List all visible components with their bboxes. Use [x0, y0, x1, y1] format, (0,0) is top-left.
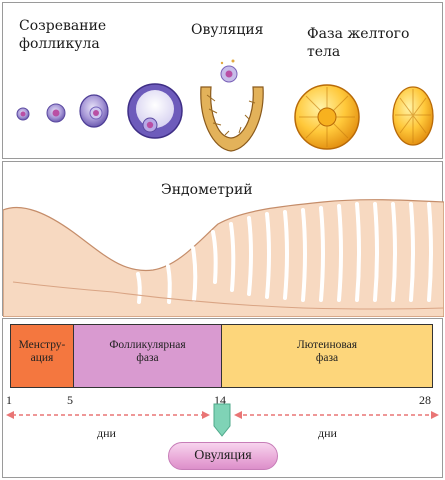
- primary-follicle: [46, 103, 66, 123]
- endometrium-illustration: [3, 199, 444, 317]
- phase-follicular-label: Фолликулярная: [109, 339, 186, 351]
- phase-menstruation-label-2: ация: [30, 352, 54, 364]
- arrowhead-right: [431, 411, 439, 419]
- ovary-illustration: [16, 59, 434, 152]
- corpus-luteum: [294, 84, 360, 150]
- day-label-1: 1: [6, 393, 12, 407]
- day-label-5: 5: [67, 393, 73, 407]
- secondary-follicle: [79, 94, 109, 128]
- days-label-right: дни: [318, 426, 337, 440]
- phase-luteal-label: Лютеиновая: [296, 339, 358, 351]
- regressing-corpus-luteum: [392, 86, 434, 146]
- endometrium-title: Эндометрий: [161, 182, 253, 198]
- graafian-follicle: [127, 83, 183, 139]
- arrowhead-mid-left: [202, 411, 210, 419]
- phase-menstruation-label: Менстру-: [18, 339, 66, 351]
- phase-luteal: Лютеиновая фаза: [222, 325, 432, 387]
- luteal-phase-label: Фаза желтого тела: [307, 26, 410, 60]
- cycle-phase-bar: Менстру- ация Фолликулярная фаза Лютеино…: [10, 324, 433, 388]
- arrowhead-mid-right: [234, 411, 242, 419]
- primordial-follicle: [16, 107, 30, 121]
- ovary-panel: Созревание фолликула Овуляция Фаза желто…: [2, 2, 443, 159]
- timeline-arrows: [6, 403, 439, 437]
- ovulation-label: Овуляция: [191, 22, 264, 38]
- endometrium-panel: Эндометрий: [2, 161, 444, 317]
- phase-follicular: Фолликулярная фаза: [74, 325, 222, 387]
- phase-luteal-label-2: фаза: [315, 352, 339, 364]
- ovulating-follicle: [200, 59, 264, 152]
- days-label-left: дни: [97, 426, 116, 440]
- arrowhead-left: [6, 411, 14, 419]
- follicle-maturation-label: Созревание фолликула: [19, 18, 107, 52]
- phase-follicular-label-2: фаза: [136, 352, 159, 364]
- day-label-28: 28: [419, 393, 431, 407]
- phase-menstruation: Менстру- ация: [11, 325, 74, 387]
- ovulation-badge: Овуляция: [168, 442, 278, 470]
- ovulation-marker: [213, 403, 231, 437]
